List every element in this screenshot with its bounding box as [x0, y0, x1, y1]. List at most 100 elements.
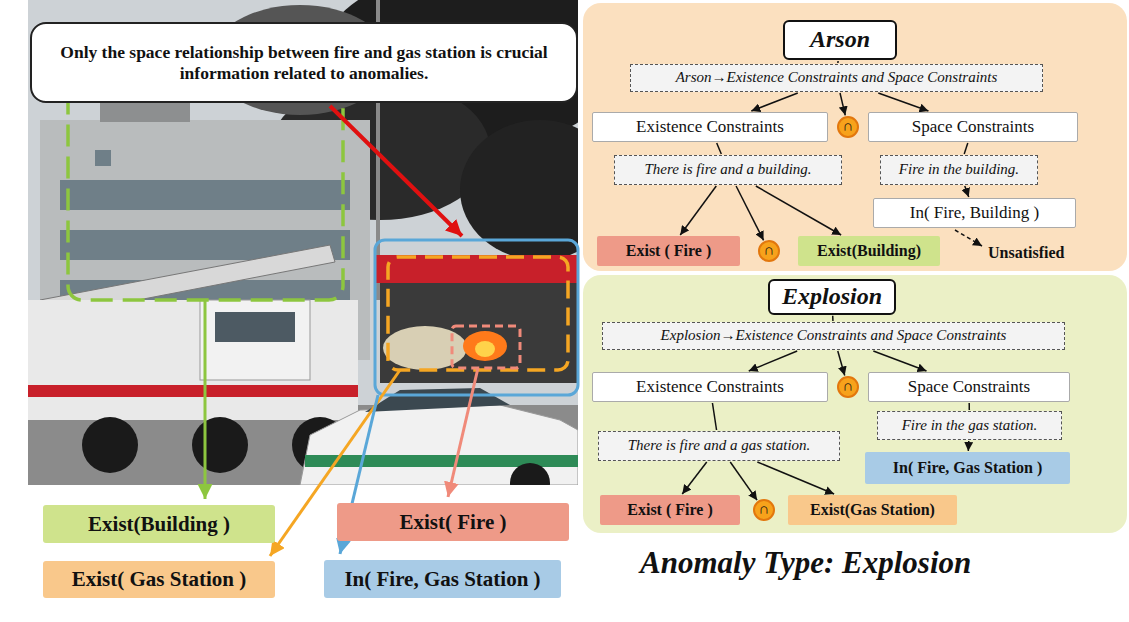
rule-box: Arson→Existence Constraints and Space Co… [630, 64, 1043, 92]
anomaly-title: Explosion [768, 279, 896, 315]
connector [757, 462, 834, 494]
node-text: In( Fire, Gas Station ) [893, 459, 1042, 477]
leader-line [204, 300, 207, 499]
node-text: Exist(Gas Station) [810, 501, 935, 519]
anomaly-type-label: Anomaly Type: Explosion [640, 545, 971, 581]
node-text: ∩ [759, 501, 770, 518]
connector [736, 186, 763, 240]
connector [840, 93, 845, 115]
gas-station-frame [388, 257, 568, 370]
connector [756, 186, 841, 235]
crane-truck [28, 300, 358, 420]
constraint-box: Space Constraints [868, 372, 1070, 402]
wheel [192, 417, 248, 473]
node-text: In( Fire, Gas Station ) [344, 567, 540, 591]
building-window [95, 150, 111, 166]
anomaly-title: Arson [783, 20, 897, 60]
node-text: Space Constraints [908, 377, 1030, 397]
tank [383, 326, 467, 370]
node-text: ∩ [843, 118, 854, 135]
rule-box: Fire in the gas station. [877, 411, 1062, 440]
connector [964, 143, 968, 154]
exist-box: Exist( Fire ) [337, 503, 569, 541]
intersection-symbol: ∩ [837, 376, 859, 398]
gas-station-canopy [375, 255, 578, 283]
connector [751, 93, 797, 111]
exist-box: Exist(Gas Station) [788, 495, 957, 525]
intersection-symbol: ∩ [758, 240, 780, 262]
node-text: ∩ [764, 242, 775, 259]
connector [712, 403, 716, 430]
leader-line [955, 230, 982, 246]
node-text: Exist( Fire ) [400, 510, 507, 534]
exist-box: Exist( Gas Station ) [43, 561, 275, 598]
wheel [82, 417, 138, 473]
truck-cab [200, 300, 310, 380]
connector [682, 462, 707, 494]
node-text: Exist ( Fire ) [626, 242, 711, 260]
pointer-arrow [330, 106, 462, 236]
connector [838, 351, 845, 375]
station-shade [380, 283, 578, 383]
connector [832, 316, 834, 321]
intersection-symbol: ∩ [837, 116, 859, 138]
explosion-panel [583, 275, 1127, 533]
arson-panel [583, 3, 1127, 271]
rule-box: Explosion→Existence Constraints and Spac… [602, 322, 1065, 350]
node-text: Exist( Gas Station ) [72, 567, 246, 591]
relation-box: In( Fire, Gas Station ) [324, 560, 561, 598]
connector [837, 61, 839, 63]
building-frame [68, 75, 343, 300]
connector [965, 186, 969, 197]
constraint-box: Space Constraints [868, 112, 1078, 142]
leader-line [448, 368, 478, 497]
wheel [510, 463, 550, 485]
rule-box: There is fire and a building. [614, 155, 842, 185]
connector [680, 186, 716, 235]
node-text: Fire in the gas station. [902, 417, 1038, 434]
connector [968, 441, 970, 451]
fire [463, 331, 507, 361]
connector [968, 403, 970, 410]
fire-core [475, 341, 495, 357]
truck-stripe [28, 385, 358, 397]
exist-box: Exist ( Fire ) [597, 236, 740, 266]
node-text: There is fire and a gas station. [628, 437, 811, 454]
rule-box: Fire in the building. [880, 155, 1038, 185]
connector [873, 351, 926, 371]
intersection-symbol: ∩ [753, 499, 775, 521]
exist-box: Exist(Building) [798, 236, 940, 266]
status-label: Unsatisfied [988, 244, 1064, 262]
taxi-window [365, 388, 510, 412]
roof-sign [100, 100, 190, 122]
node-text: There is fire and a building. [644, 161, 811, 178]
truck-window [215, 312, 295, 342]
exist-box: Exist(Building ) [43, 505, 275, 543]
node-text: Fire in the building. [899, 161, 1019, 178]
callout-box: Only the space relationship between fire… [30, 22, 578, 103]
node-text: Exist(Building ) [88, 512, 230, 536]
constraint-box: Existence Constraints [592, 372, 828, 402]
constraint-box: Existence Constraints [592, 112, 828, 142]
node-text: Explosion→Existence Constraints and Spac… [661, 327, 1007, 344]
exist-box: Exist ( Fire ) [600, 495, 740, 525]
node-text: Arson→Existence Constraints and Space Co… [676, 69, 998, 86]
node-text: Existence Constraints [636, 377, 784, 397]
node-text: Explosion [782, 283, 882, 311]
fire-frame [452, 326, 520, 368]
node-text: ∩ [843, 378, 854, 395]
building-window [60, 180, 350, 210]
rule-box: There is fire and a gas station. [598, 431, 840, 461]
node-text: Exist ( Fire ) [627, 501, 712, 519]
relation-box: In( Fire, Building ) [873, 198, 1076, 228]
node-text: Arson [810, 26, 870, 54]
connector [717, 143, 722, 154]
node-text: Exist(Building) [817, 242, 921, 260]
connector [749, 351, 797, 371]
relation-box: In( Fire, Gas Station ) [865, 452, 1070, 484]
node-text: Only the space relationship between fire… [46, 42, 562, 82]
node-text: In( Fire, Building ) [910, 203, 1039, 223]
scene-photo [28, 0, 578, 485]
node-text: Existence Constraints [636, 117, 784, 137]
